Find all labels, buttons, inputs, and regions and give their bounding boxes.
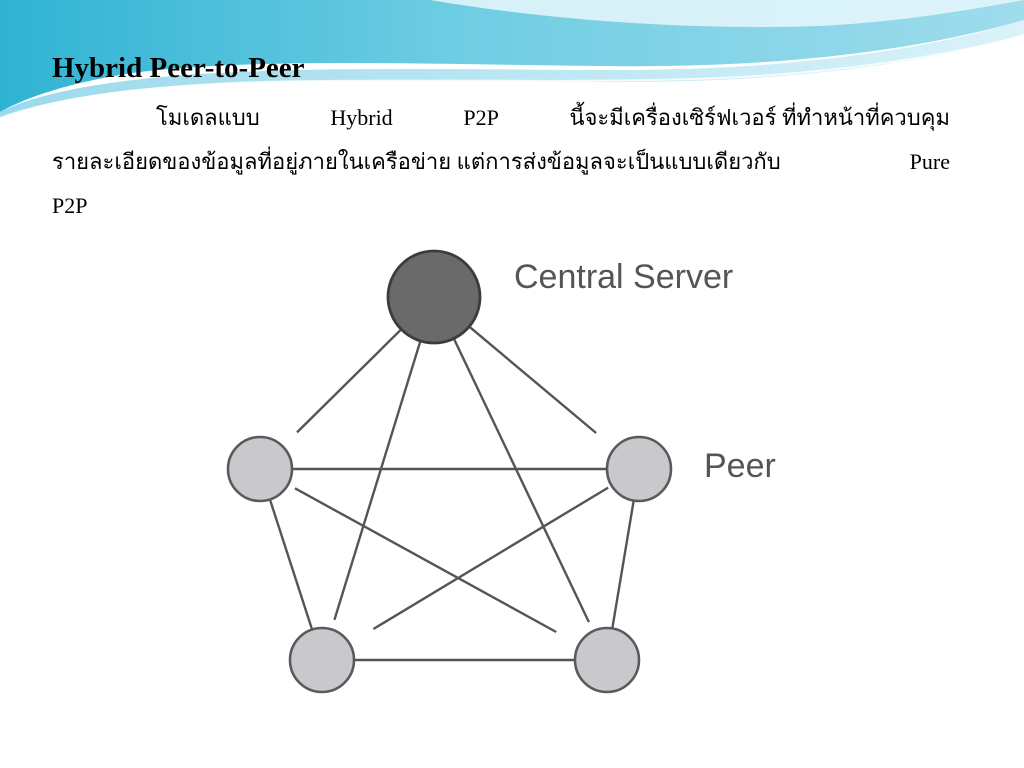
body-line-3-text: P2P [52,193,88,218]
central-server-label: Central Server [514,258,733,296]
link-peer-left-to-peer-bottom-right [294,487,557,634]
peer-label: Peer [704,447,776,485]
nodes-layer [226,249,673,694]
body-line-1-word-3: P2P [463,105,499,130]
link-peer-left-to-peer-bottom-left [268,499,314,630]
body-line-1: โมเดลแบบ Hybrid P2P นี้จะมีเครื่องเซิร์ฟ… [52,96,950,140]
body-line-2-text: รายละเอียดของข้อมูลที่อยู่ภายในเครือข่าย… [52,149,781,174]
links-layer [268,325,635,662]
body-line-1-word-4: นี้จะมีเครื่องเซิร์ฟเวอร์ ที่ทำหน้าที่คว… [569,105,950,130]
link-peer-right-to-peer-bottom-right [611,500,635,629]
body-line-1-word-2: Hybrid [330,105,393,130]
peer-node-left [226,435,294,503]
peer-node-bottom-left [288,626,356,694]
body-line-1-word-1: โมเดลแบบ [156,105,260,130]
body-paragraph: โมเดลแบบ Hybrid P2P นี้จะมีเครื่องเซิร์ฟ… [52,96,950,228]
peer-node-bottom-right [573,626,641,694]
body-line-3: P2P [52,184,950,228]
body-line-2: รายละเอียดของข้อมูลที่อยู่ภายในเครือข่าย… [52,140,950,184]
link-server-to-peer-left [296,328,403,434]
slide-title: Hybrid Peer-to-Peer [52,52,305,84]
body-line-2-word-pure: Pure [909,149,950,174]
peer-node-right [605,435,673,503]
link-server-to-peer-right [468,325,597,434]
link-server-to-peer-bottom-left [333,340,422,621]
link-peer-right-to-peer-bottom-left [372,486,609,631]
central-server-node [386,249,482,345]
header-wave-decoration [0,0,1024,119]
link-server-to-peer-bottom-right [452,337,590,623]
